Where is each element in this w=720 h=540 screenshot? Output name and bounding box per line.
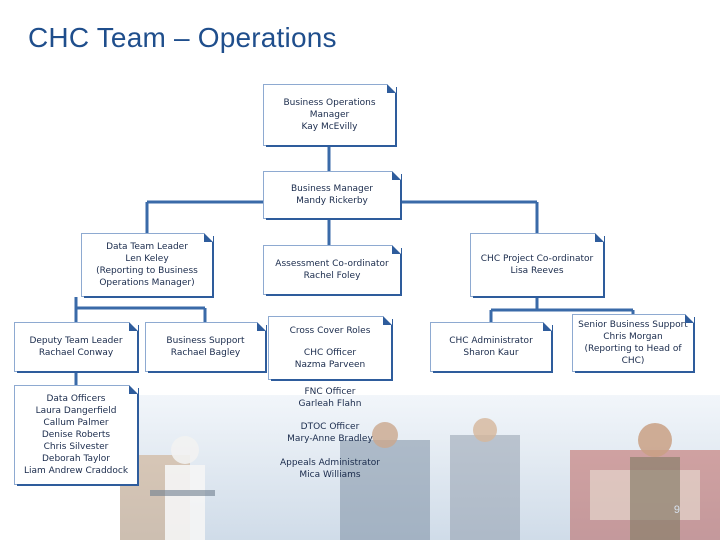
page-title: CHC Team – Operations (28, 22, 337, 53)
box-role: Data Officers (46, 394, 106, 404)
box-name: Rachael Conway (38, 348, 114, 358)
box-role: Business Manager (291, 184, 373, 194)
box-role: Business Support (166, 336, 245, 346)
data-officer-name: Denise Roberts (41, 430, 111, 440)
box-note: (Reporting to Business (96, 266, 198, 276)
box-name: Mary-Anne Bradley (287, 434, 373, 444)
box-role: CHC Project Co-ordinator (480, 254, 594, 264)
box-role: Senior Business Support (578, 320, 688, 330)
box-role: CHC Administrator (449, 336, 533, 346)
box-name: Mandy Rickerby (296, 196, 368, 206)
box-name: Sharon Kaur (463, 348, 519, 358)
box-role: Appeals Administrator (279, 458, 381, 468)
data-officer-name: Deborah Taylor (41, 454, 111, 464)
page-number: 9 (673, 504, 680, 516)
data-officer-name: Liam Andrew Craddock (23, 466, 129, 476)
box-note: Operations Manager) (99, 278, 195, 288)
box-name: Garleah Flahn (298, 399, 362, 409)
box-role: FNC Officer (304, 387, 356, 397)
project-coordinator-box: CHC Project Co-ordinator Lisa Reeves (470, 233, 604, 297)
box-name: Lisa Reeves (510, 266, 564, 276)
box-role: Deputy Team Leader (29, 336, 123, 346)
business-support-box: Business Support Rachael Bagley (145, 322, 266, 372)
box-name: Nazma Parveen (294, 360, 366, 370)
box-role: DTOC Officer (300, 422, 360, 432)
data-officer-name: Laura Dangerfield (35, 406, 117, 416)
data-team-leader-box: Data Team Leader Len Keley (Reporting to… (81, 233, 213, 297)
appeals-administrator-label: Appeals Administrator Mica Williams (268, 457, 392, 481)
box-role: Assessment Co-ordinator (275, 259, 389, 269)
cross-cover-roles-box: Cross Cover Roles CHC Officer Nazma Parv… (268, 316, 392, 380)
box-name: Len Keley (125, 254, 169, 264)
chc-administrator-box: CHC Administrator Sharon Kaur (430, 322, 552, 372)
box-name: Rachael Bagley (170, 348, 241, 358)
fnc-officer-label: FNC Officer Garleah Flahn (268, 386, 392, 410)
box-role: Business Operations Manager (283, 98, 376, 120)
box-name: Mica Williams (299, 470, 361, 480)
data-officer-name: Chris Silvester (43, 442, 109, 452)
senior-business-support-box: Senior Business Support Chris Morgan (Re… (572, 314, 694, 372)
box-role: Data Team Leader (106, 242, 188, 252)
data-officers-box: Data Officers Laura Dangerfield Callum P… (14, 385, 138, 485)
box-note: (Reporting to Head of CHC) (584, 344, 682, 366)
assessment-coordinator-box: Assessment Co-ordinator Rachel Foley (263, 245, 401, 295)
deputy-team-leader-box: Deputy Team Leader Rachael Conway (14, 322, 138, 372)
box-name: Rachel Foley (303, 271, 361, 281)
dtoc-officer-label: DTOC Officer Mary-Anne Bradley (268, 421, 392, 445)
box-role: CHC Officer (303, 348, 357, 358)
data-officer-name: Callum Palmer (43, 418, 109, 428)
photo-montage (120, 395, 720, 540)
cross-cover-heading: Cross Cover Roles (289, 326, 371, 336)
business-manager-box: Business Manager Mandy Rickerby (263, 171, 401, 219)
box-name: Chris Morgan (603, 332, 663, 342)
box-name: Kay McEvilly (301, 122, 358, 132)
business-operations-manager-box: Business Operations Manager Kay McEvilly (263, 84, 396, 146)
